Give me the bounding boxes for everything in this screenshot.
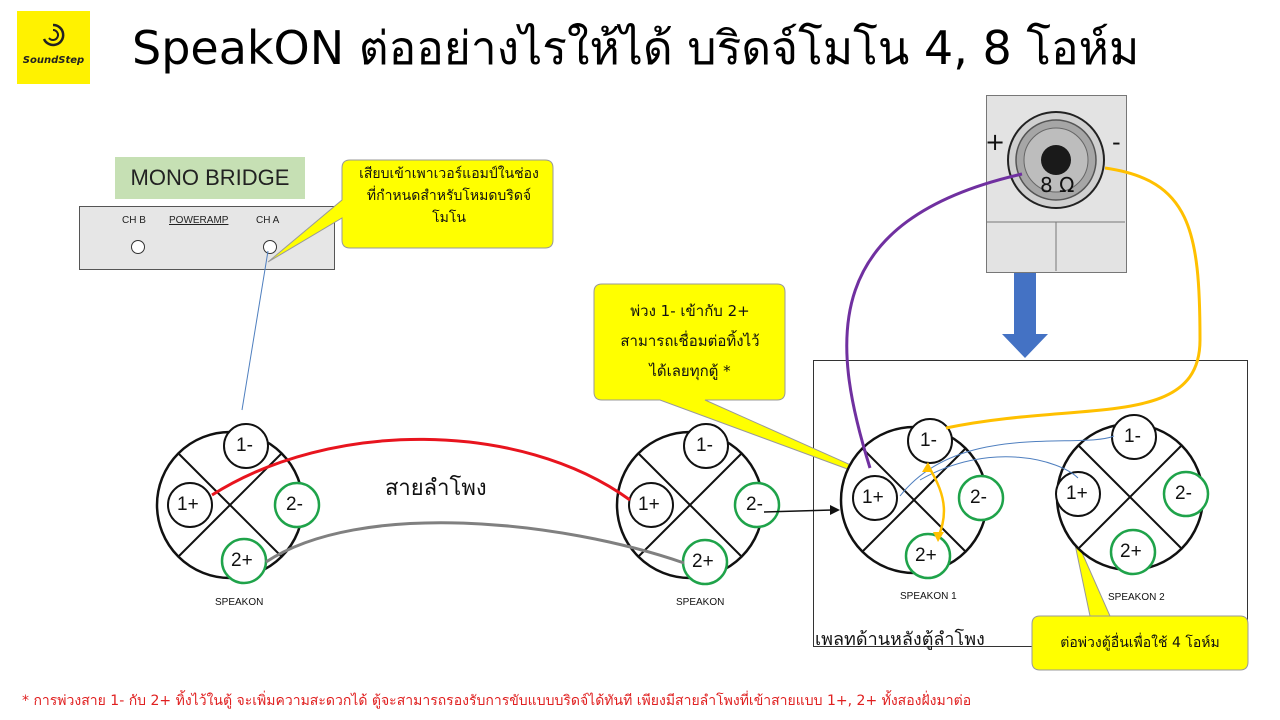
page-title: SpeakON ต่ออย่างไรให้ได้ บริดจ์โมโน 4, 8… <box>132 21 1140 75</box>
cable-label: สายลำโพง <box>385 476 487 501</box>
connector-3-label: SPEAKON 1 <box>900 591 957 602</box>
speaker-minus-label: - <box>1112 128 1121 156</box>
ch-a-jack[interactable] <box>263 240 277 254</box>
c4-pin-top: 1- <box>1124 426 1141 447</box>
gray-wire <box>265 521 685 565</box>
connector-3 <box>839 418 1005 580</box>
c2-pin-top: 1- <box>696 435 713 456</box>
amp-callout-text: เสียบเข้าเพาเวอร์แอมป์ในช่องที่กำหนดสำหร… <box>359 166 539 226</box>
connector-2 <box>615 423 781 586</box>
c2-pin-left: 1+ <box>638 494 660 515</box>
chain-wire-2 <box>919 456 1079 481</box>
poweramp-label: POWERAMP <box>169 215 229 226</box>
jumper-callout-line-2: สามารถเชื่อมต่อทิ้งไว้ <box>620 332 760 350</box>
logo-mark-icon <box>42 23 65 47</box>
c4-pin-right: 2- <box>1175 483 1192 504</box>
link-arrow-line <box>763 509 833 513</box>
ch-b-jack[interactable] <box>131 240 145 254</box>
rear-panel-label: เพลทด้านหลังตู้ลำโพง <box>815 629 985 650</box>
link-arrow-head-icon <box>830 505 840 515</box>
footnote: * การพ่วงสาย 1- กับ 2+ ทิ้งไว้ในตู้ จะเพ… <box>22 693 972 709</box>
c1-pin-top: 1- <box>236 435 253 456</box>
purple-wire <box>845 172 1023 469</box>
speaker-plus-label: + <box>985 128 1006 156</box>
c4-pin-bottom: 2+ <box>1120 541 1142 562</box>
chain-callout-bubble <box>1031 529 1249 671</box>
connector-4 <box>1055 414 1210 576</box>
down-arrow-icon <box>1002 273 1048 358</box>
connector-1-label: SPEAKON <box>215 597 264 608</box>
ch-a-label: CH A <box>256 215 280 226</box>
jumper-callout-text: พ่วง 1- เข้ากับ 2+ สามารถเชื่อมต่อทิ้งไว… <box>598 296 782 386</box>
chain-callout-text: ต่อพ่วงตู้อื่นเพื่อใช้ 4 โอห์ม <box>1060 635 1220 651</box>
red-wire <box>211 437 631 502</box>
speaker-impedance-label: 8 Ω <box>1040 173 1075 197</box>
c1-pin-left: 1+ <box>177 494 199 515</box>
c2-pin-right: 2- <box>746 494 763 515</box>
c3-pin-bottom: 2+ <box>915 545 937 566</box>
c3-pin-top: 1- <box>920 430 937 451</box>
connector-4-label: SPEAKON 2 <box>1108 592 1165 603</box>
amp-callout-bubble <box>267 159 554 263</box>
jumper-callout-line-3: ได้เลยทุกตู้ * <box>649 362 731 380</box>
connector-2-label: SPEAKON <box>676 597 725 608</box>
jumper-callout-line-1: พ่วง 1- เข้ากับ 2+ <box>630 302 750 320</box>
soundstep-logo: SoundStep <box>17 11 90 84</box>
speaker-dustcap <box>1041 145 1071 175</box>
ch-b-label: CH B <box>122 215 146 226</box>
c2-pin-bottom: 2+ <box>692 551 714 572</box>
orange-wire <box>945 166 1202 430</box>
c1-pin-right: 2- <box>286 494 303 515</box>
c4-pin-left: 1+ <box>1066 483 1088 504</box>
poweramp-panel: CH B POWERAMP CH A <box>79 206 335 270</box>
c1-pin-bottom: 2+ <box>231 550 253 571</box>
c3-pin-left: 1+ <box>862 487 884 508</box>
logo-text: SoundStep <box>22 55 85 66</box>
amp-to-connector-line <box>241 250 269 411</box>
c3-pin-right: 2- <box>970 487 987 508</box>
jumper-callout-bubble <box>593 283 919 496</box>
mono-bridge-label: MONO BRIDGE <box>115 157 305 199</box>
